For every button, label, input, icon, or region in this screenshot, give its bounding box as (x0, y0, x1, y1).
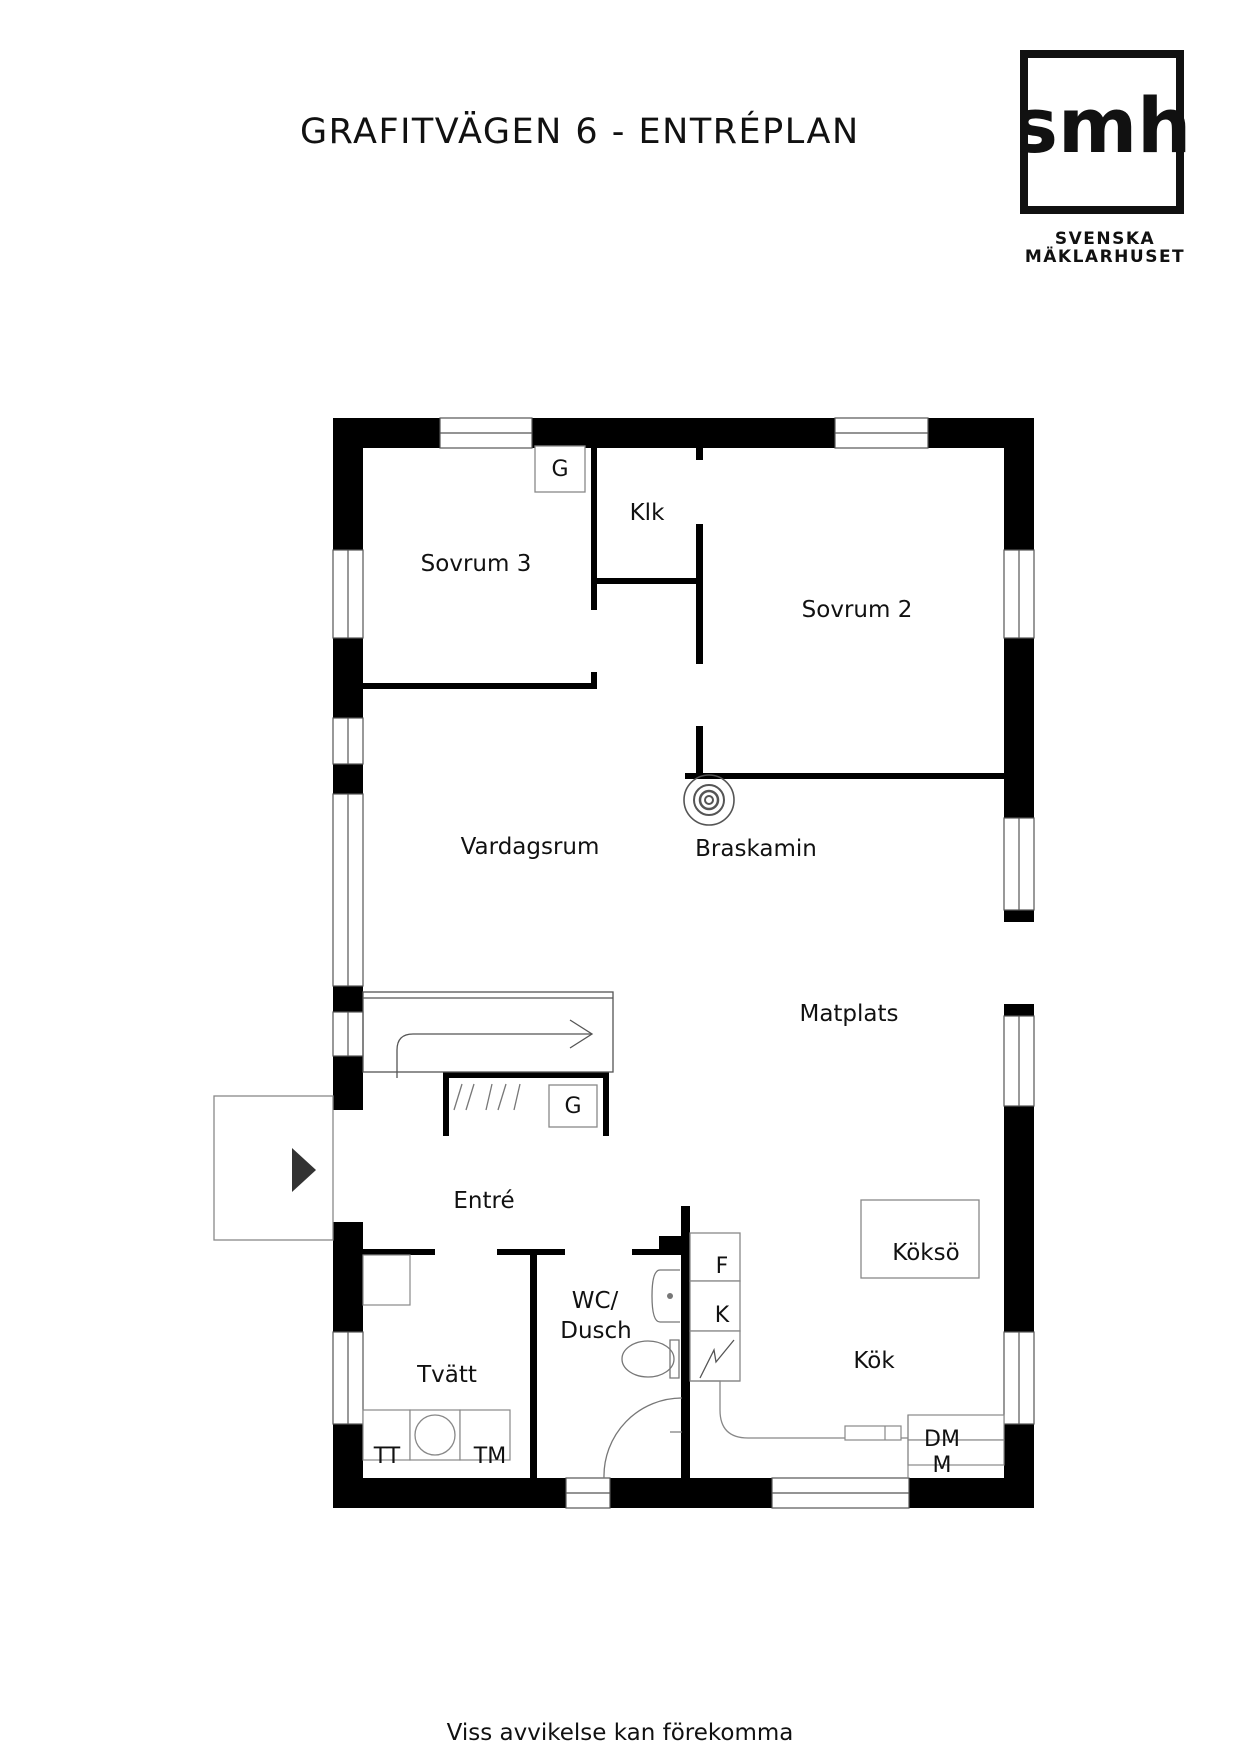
wardrobe-top (534, 445, 586, 493)
laundry-appliances (362, 1409, 511, 1461)
fixture-label-f: F (716, 1254, 729, 1279)
fixture-label-tt: TT (373, 1444, 401, 1469)
logo-mark-icon: smh (1020, 81, 1190, 170)
kitchen-counter (690, 1380, 1004, 1439)
fixture-label-tm: TM (473, 1444, 506, 1469)
room-label-vardagsrum: Vardagsrum (461, 834, 600, 860)
room-label-braskamin: Braskamin (695, 836, 817, 862)
room-label-wc-line2: Dusch (560, 1318, 632, 1344)
closet-hangers-icon (453, 1083, 521, 1111)
logo-text-line2: MÄKLARHUSET (1024, 247, 1186, 267)
interior-walls (363, 446, 1005, 1479)
wardrobe-top-label: G (551, 457, 568, 482)
kitchen-sink (844, 1425, 902, 1441)
logo-text-line1: SVENSKA (1054, 229, 1156, 249)
company-logo: smh SVENSKA MÄKLARHUSET (1020, 48, 1190, 268)
svg-text:smh: smh (1020, 81, 1190, 170)
shower-curve (603, 1397, 683, 1479)
laundry-sink-icon (414, 1414, 456, 1456)
footer-disclaimer: Viss avvikelse kan förekomma (446, 1720, 794, 1746)
room-label-koksio: Köksö (892, 1240, 959, 1266)
wardrobe-hall-label: G (564, 1094, 581, 1119)
room-label-klk: Klk (630, 500, 665, 526)
toilet-tank-icon (669, 1339, 680, 1379)
room-label-matplats: Matplats (799, 1001, 898, 1027)
room-label-wc-line1: WC/ (572, 1288, 619, 1314)
room-label-entre: Entré (453, 1188, 514, 1214)
logo-square (1020, 50, 1184, 214)
toilet-icon (621, 1340, 675, 1378)
entrance-porch (213, 1095, 334, 1241)
page-title: GRAFITVÄGEN 6 - ENTRÉPLAN (300, 112, 860, 152)
windows (332, 417, 1035, 1509)
laundry-counter (362, 1254, 411, 1306)
fixture-label-k: K (715, 1303, 730, 1328)
room-label-sovrum3: Sovrum 3 (421, 551, 532, 577)
wardrobe-hall (548, 1084, 598, 1128)
washbasin-icon (651, 1269, 680, 1323)
entrance-opening (333, 1110, 363, 1222)
fireplace-icon (683, 774, 735, 826)
microwave-box (907, 1439, 1005, 1466)
room-label-tvatt: Tvätt (416, 1362, 477, 1388)
room-label-kok: Kök (853, 1348, 895, 1374)
staircase (362, 991, 614, 1078)
room-label-sovrum2: Sovrum 2 (802, 597, 913, 623)
fixture-label-dm: DM (924, 1427, 960, 1452)
exterior-walls (333, 418, 1034, 1508)
kitchen-island (860, 1199, 980, 1279)
stove-icon (699, 1339, 735, 1379)
entrance-arrow-icon (292, 1148, 316, 1192)
fixture-label-m: M (933, 1453, 952, 1478)
